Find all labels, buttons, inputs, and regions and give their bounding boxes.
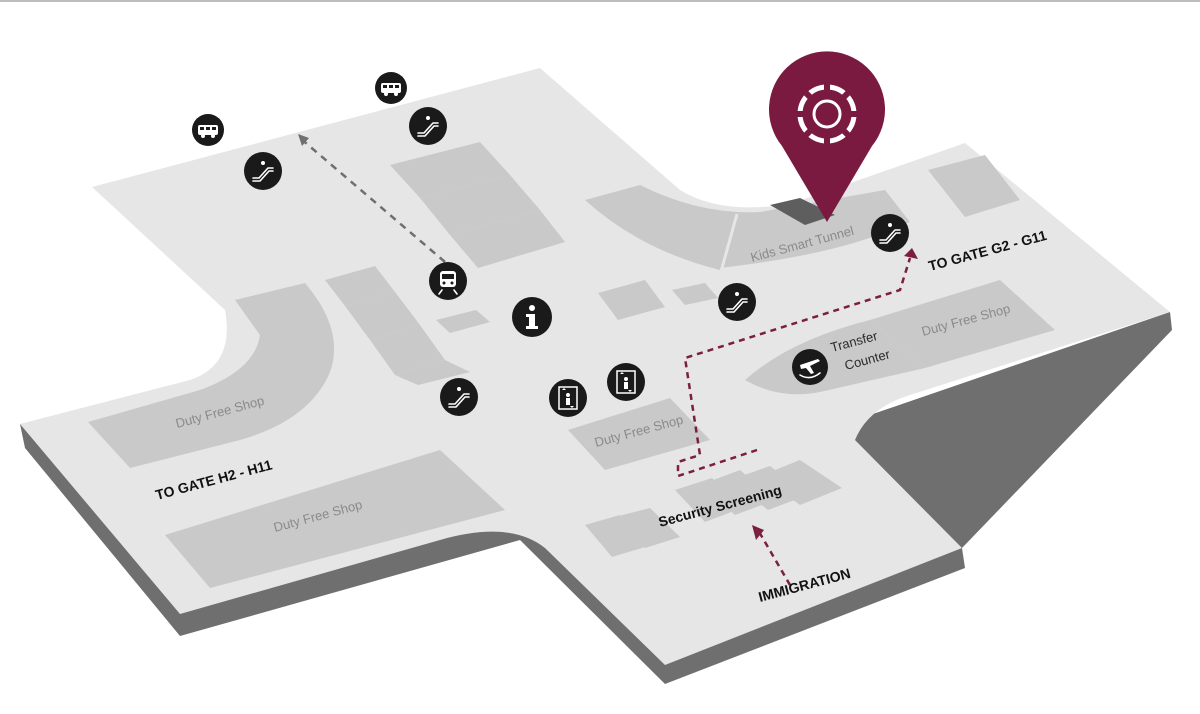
elevator-icon[interactable] [549, 379, 587, 417]
route-to-bus [299, 137, 446, 263]
transfer-icon[interactable] [792, 349, 828, 385]
duty-free-west-shape [88, 283, 335, 468]
escalator-icon[interactable] [244, 152, 282, 190]
duty-free-center-shape [568, 398, 710, 470]
floor-surface [20, 68, 1170, 665]
bus-icon[interactable] [192, 114, 224, 146]
transfer-counter-shape [745, 320, 925, 395]
route-arrowhead-security [752, 525, 764, 540]
route-security-to-gate-g [676, 257, 912, 478]
kids-tunnel-divider [720, 213, 739, 269]
route-arrowhead-gate-g [904, 248, 918, 259]
duty-free-southwest-shape [165, 450, 505, 588]
escalator-icon[interactable] [409, 107, 447, 145]
information-icon[interactable] [512, 297, 552, 337]
route-arrowhead-bus [298, 134, 309, 146]
duty-free-east-shape [870, 280, 1055, 368]
train-icon[interactable] [429, 262, 467, 300]
tunnel-shadow [770, 198, 835, 225]
escalator-icon[interactable] [718, 283, 756, 321]
escalator-icon[interactable] [440, 378, 478, 416]
escalator-icon[interactable] [871, 214, 909, 252]
elevator-icon[interactable] [607, 363, 645, 401]
store-blocks [325, 142, 1020, 557]
location-pin-icon[interactable] [769, 51, 885, 222]
bus-icon[interactable] [375, 72, 407, 104]
top-border [0, 0, 1200, 2]
